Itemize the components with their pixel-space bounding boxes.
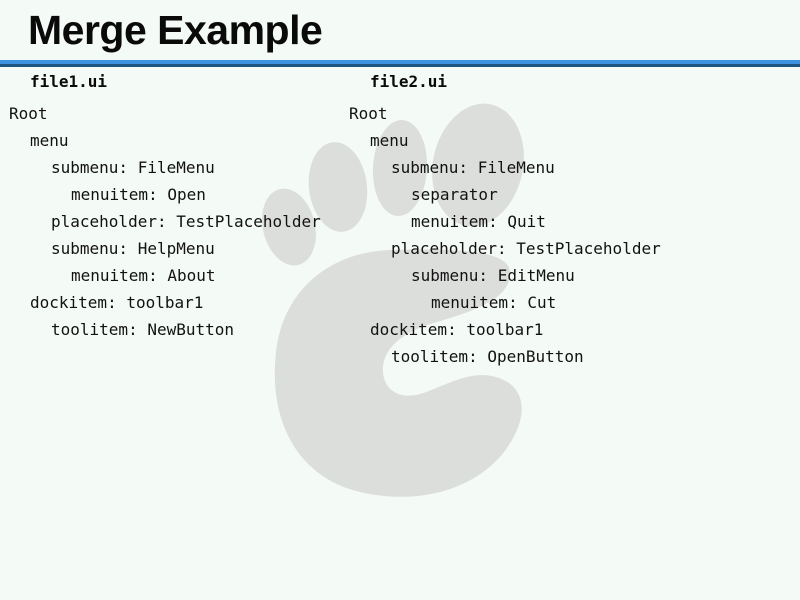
tree-node: separator — [411, 185, 498, 204]
tree-node: menuitem: About — [71, 266, 216, 285]
tree-node: menu — [30, 131, 69, 150]
tree-node: menuitem: Cut — [431, 293, 557, 312]
tree-node: submenu: FileMenu — [51, 158, 215, 177]
tree-node: menuitem: Quit — [411, 212, 546, 231]
tree-node: toolitem: NewButton — [51, 320, 235, 339]
column-file2: file2.ui Root menu submenu: FileMenu sep… — [340, 70, 740, 370]
column-heading-file1: file1.ui — [30, 72, 108, 91]
tree-node: menuitem: Open — [71, 185, 206, 204]
page-title: Merge Example — [28, 7, 323, 53]
tree-file2: Root menu submenu: FileMenu separator me… — [340, 100, 740, 370]
tree-node: submenu: HelpMenu — [51, 239, 215, 258]
tree-node: dockitem: toolbar1 — [370, 320, 544, 339]
divider-rule-light — [0, 60, 800, 64]
tree-file1: Root menu submenu: FileMenu menuitem: Op… — [0, 100, 400, 343]
tree-node: Root — [349, 104, 388, 123]
divider-rule-dark — [0, 64, 800, 67]
title-block: Merge Example — [0, 0, 800, 60]
tree-node: dockitem: toolbar1 — [30, 293, 204, 312]
column-heading-file2: file2.ui — [370, 72, 448, 91]
tree-node: menu — [370, 131, 409, 150]
tree-node: toolitem: OpenButton — [391, 347, 584, 366]
tree-node: placeholder: TestPlaceholder — [391, 239, 661, 258]
title-divider — [0, 60, 800, 67]
tree-node: submenu: EditMenu — [411, 266, 575, 285]
tree-node: Root — [9, 104, 48, 123]
column-file1: file1.ui Root menu submenu: FileMenu men… — [0, 70, 400, 343]
comparison-columns: file1.ui Root menu submenu: FileMenu men… — [0, 70, 800, 590]
tree-node: submenu: FileMenu — [391, 158, 555, 177]
